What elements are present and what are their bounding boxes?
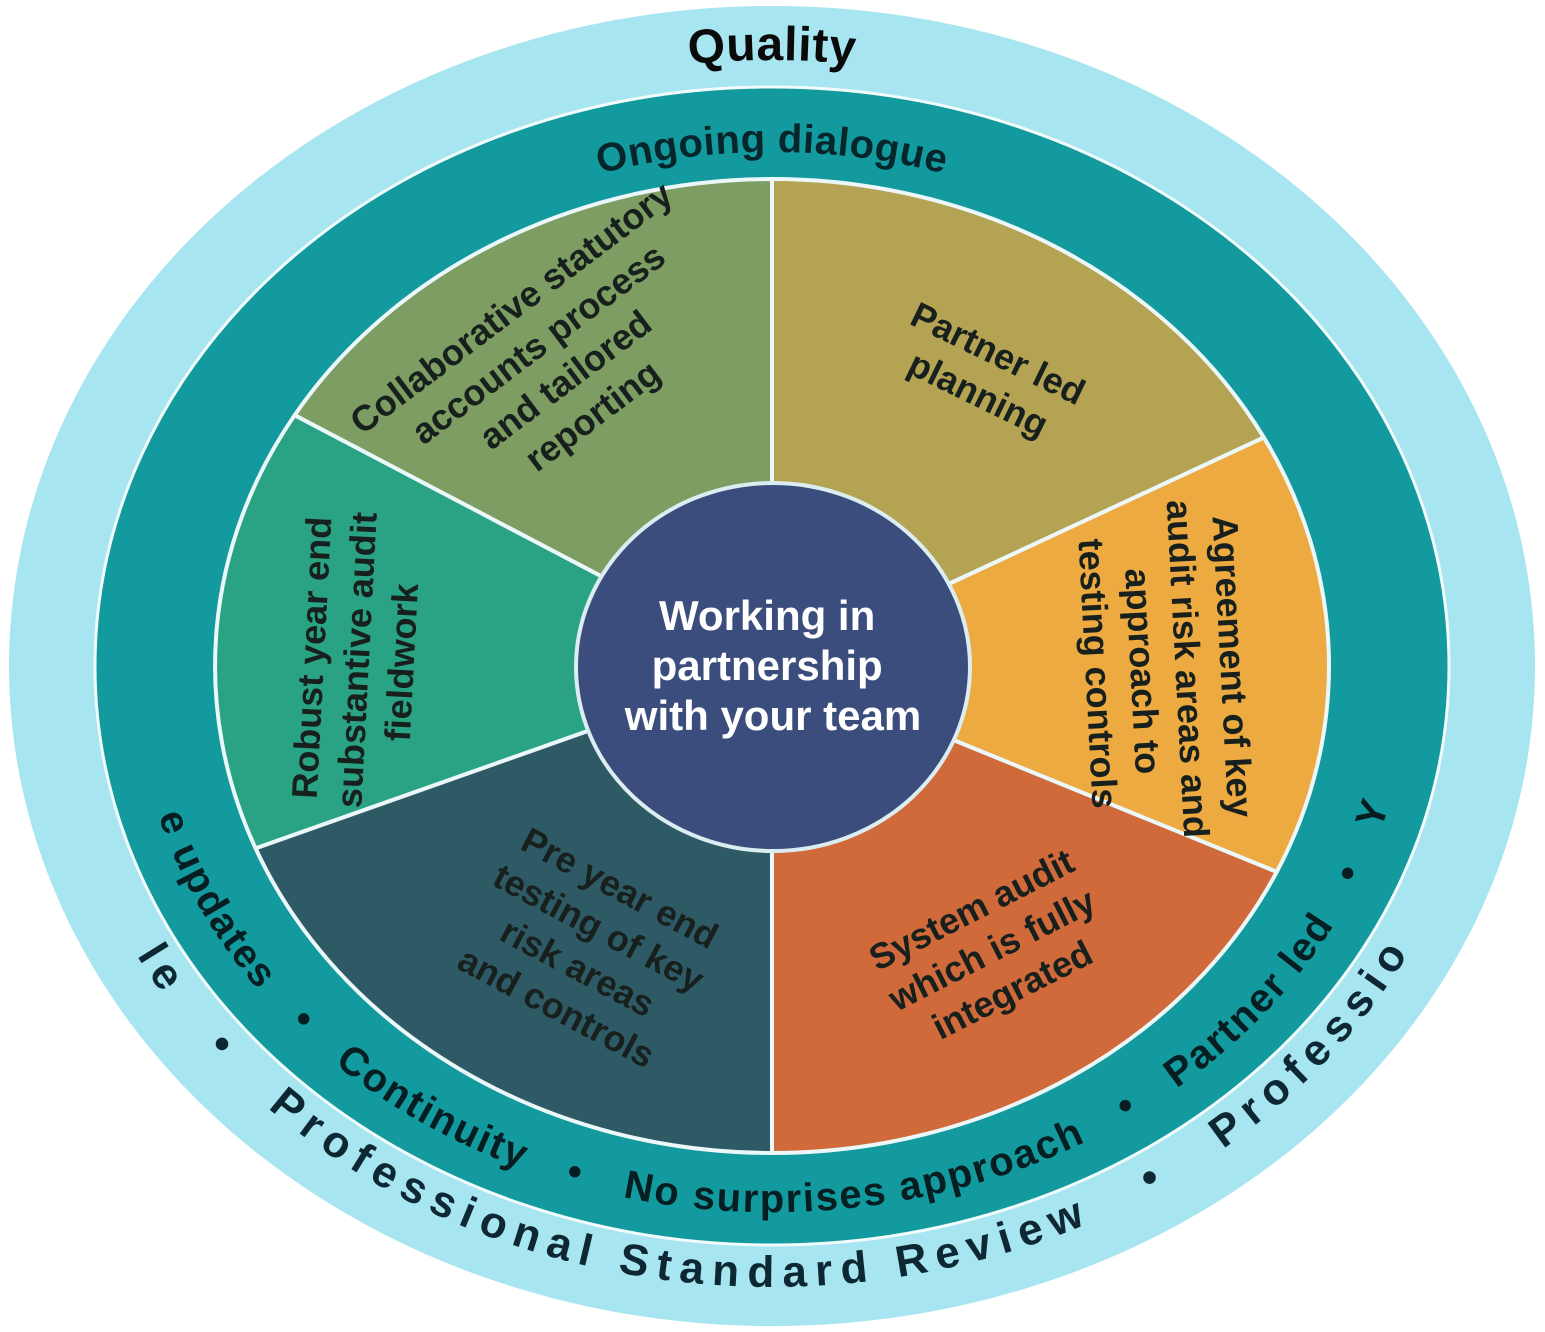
hub-line-2: partnership <box>652 642 883 689</box>
outer-ring-top-label: Quality <box>686 18 859 75</box>
center-hub-text: Working in partnership with your team <box>624 592 921 739</box>
center-hub-circle <box>574 481 972 853</box>
pie-segments <box>213 177 1331 1155</box>
segment-robust-year-end-fieldwork <box>213 413 774 851</box>
segment-agreement-key-audit-risk <box>770 435 1331 874</box>
hub-line-3: with your team <box>624 692 921 739</box>
hub-line-1: Working in <box>659 592 875 639</box>
